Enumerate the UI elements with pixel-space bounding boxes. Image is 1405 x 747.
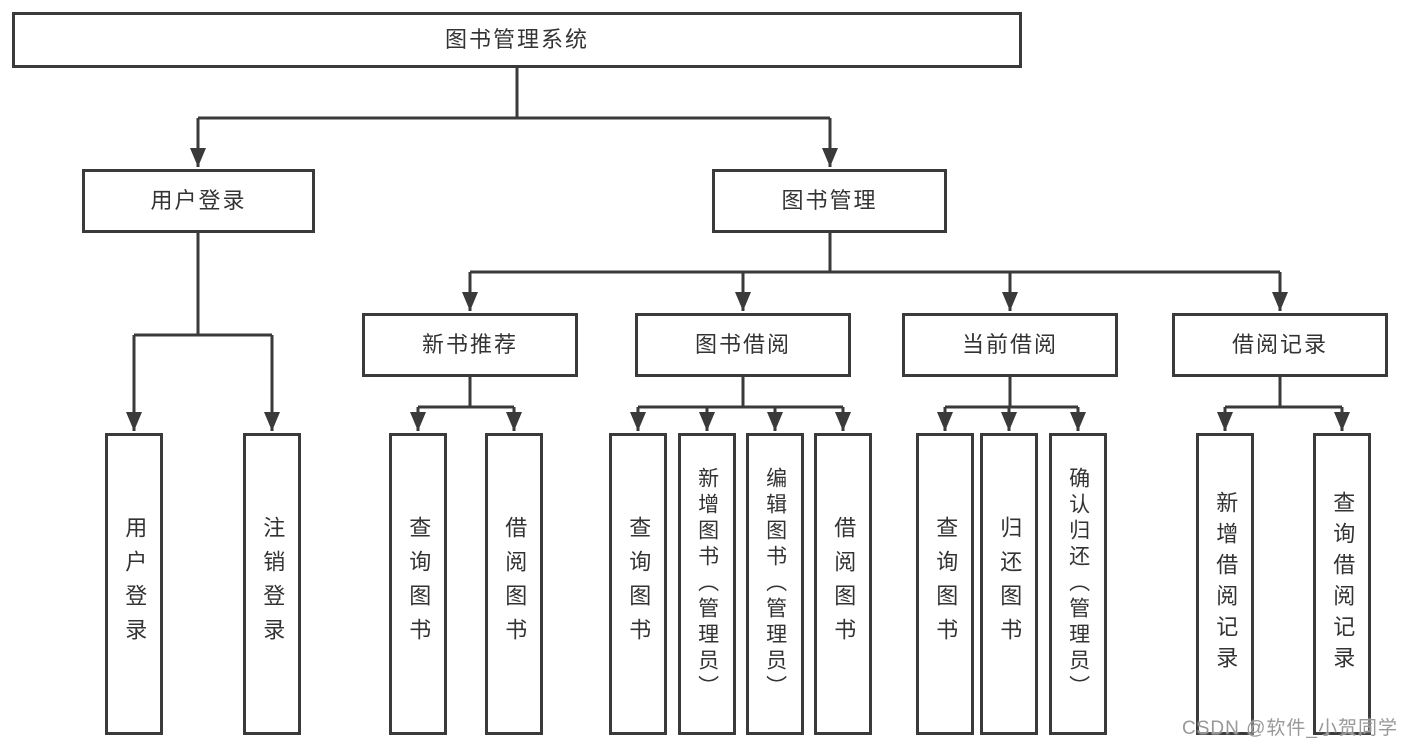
connector-userlogin-split [134,233,272,337]
node-book-management: 图书管理 [712,169,947,233]
node-user-login: 用户登录 [105,433,163,735]
node-confirm-return-admin: 确认归还（管理员） [1049,433,1107,735]
node-logout: 注销登录 [243,433,301,735]
node-borrow-records: 借阅记录 [1172,313,1388,377]
node-return-book: 归还图书 [980,433,1038,735]
node-query-borrow-record: 查询借阅记录 [1313,433,1371,735]
node-user-login-branch: 用户登录 [82,169,315,233]
node-borrow-books-2: 借阅图书 [814,433,872,735]
connector-current-split [945,377,1078,409]
node-query-books-1: 查询图书 [389,433,447,735]
node-library-management-system: 图书管理系统 [12,12,1022,68]
node-query-books-2: 查询图书 [609,433,667,735]
node-add-borrow-record: 新增借阅记录 [1196,433,1254,735]
node-book-borrowing: 图书借阅 [635,313,851,377]
connector-bookmgmt-split [470,233,1280,274]
node-new-book-recommendation: 新书推荐 [362,313,578,377]
connector-newbooks-split [418,377,514,409]
node-borrow-books-1: 借阅图书 [485,433,543,735]
connector-borrowing-split [638,377,843,409]
node-edit-book-admin: 编辑图书（管理员） [746,433,804,735]
node-add-book-admin: 新增图书（管理员） [678,433,736,735]
connector-root-split [198,68,830,120]
connector-records-split [1225,377,1342,409]
node-current-borrowing: 当前借阅 [902,313,1118,377]
node-query-books-3: 查询图书 [916,433,974,735]
